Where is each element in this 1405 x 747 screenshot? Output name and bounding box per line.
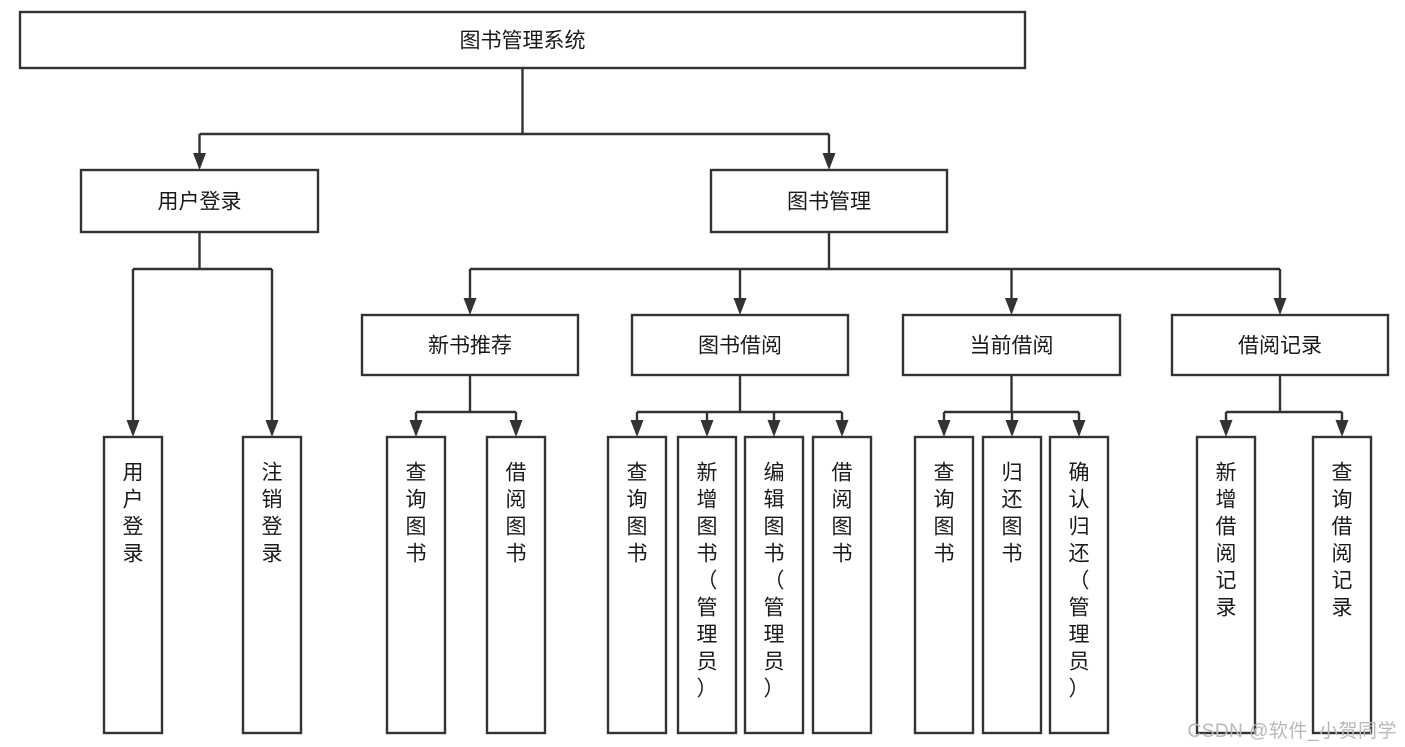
node-label-leaf-query-book-1: 查询图书 xyxy=(406,461,427,565)
node-leaf-add-borrow-record[interactable]: 新增借阅记录 xyxy=(1195,435,1257,735)
arrow-head-leaf-query-book-2 xyxy=(630,420,644,437)
node-label-book-borrow: 图书借阅 xyxy=(698,335,782,358)
node-box-leaf-query-book-3[interactable] xyxy=(913,435,975,735)
arrow-head-leaf-borrow-book-2 xyxy=(835,420,849,437)
connector-group-current-borrow xyxy=(937,375,1086,437)
node-leaf-query-book-3[interactable]: 查询图书 xyxy=(913,435,975,735)
arrow-head-leaf-confirm-return-admin xyxy=(1072,420,1086,437)
node-leaf-confirm-return-admin[interactable]: 确认归还（管理员） xyxy=(1048,435,1110,735)
node-box-leaf-user-login[interactable] xyxy=(102,435,164,735)
arrow-head-leaf-return-book xyxy=(1005,420,1019,437)
node-label-leaf-return-book: 归还图书 xyxy=(1002,461,1023,565)
node-leaf-user-login[interactable]: 用户登录 xyxy=(102,435,164,735)
arrow-head-new-book-recommend xyxy=(463,298,477,315)
nodes-layer: 图书管理系统用户登录图书管理新书推荐图书借阅当前借阅借阅记录用户登录注销登录查询… xyxy=(18,10,1390,735)
node-label-new-book-recommend: 新书推荐 xyxy=(428,335,512,358)
node-box-borrow-record[interactable] xyxy=(1170,313,1390,377)
arrow-head-leaf-edit-book-admin xyxy=(767,420,781,437)
node-box-leaf-add-borrow-record[interactable] xyxy=(1195,435,1257,735)
node-label-leaf-edit-book-admin: 编辑图书（管理员） xyxy=(764,461,785,700)
node-leaf-add-book-admin[interactable]: 新增图书（管理员） xyxy=(676,435,738,735)
node-label-borrow-record: 借阅记录 xyxy=(1238,335,1322,358)
node-box-leaf-return-book[interactable] xyxy=(981,435,1043,735)
node-leaf-query-borrow-record[interactable]: 查询借阅记录 xyxy=(1311,435,1373,735)
connector-group-new-book-recommend xyxy=(409,375,523,437)
node-label-leaf-user-login: 用户登录 xyxy=(123,461,144,565)
arrow-head-book-borrow xyxy=(733,298,747,315)
arrow-head-leaf-logout-login xyxy=(265,420,279,437)
node-box-book-management[interactable] xyxy=(709,168,949,234)
node-label-current-borrow: 当前借阅 xyxy=(970,335,1054,358)
node-label-leaf-borrow-book-1: 借阅图书 xyxy=(506,461,527,565)
node-box-leaf-query-borrow-record[interactable] xyxy=(1311,435,1373,735)
node-label-leaf-query-borrow-record: 查询借阅记录 xyxy=(1332,461,1353,619)
node-box-leaf-confirm-return-admin[interactable] xyxy=(1048,435,1110,735)
node-label-user-login: 用户登录 xyxy=(158,191,242,214)
node-leaf-query-book-1[interactable]: 查询图书 xyxy=(385,435,447,735)
connector-group-borrow-record xyxy=(1219,375,1349,437)
node-box-leaf-borrow-book-2[interactable] xyxy=(811,435,873,735)
node-book-borrow[interactable]: 图书借阅 xyxy=(630,313,850,377)
arrow-head-leaf-user-login xyxy=(126,420,140,437)
connector-group-book-borrow xyxy=(630,375,849,437)
node-leaf-borrow-book-2[interactable]: 借阅图书 xyxy=(811,435,873,735)
node-label-leaf-query-book-3: 查询图书 xyxy=(934,461,955,565)
node-box-leaf-query-book-1[interactable] xyxy=(385,435,447,735)
node-borrow-record[interactable]: 借阅记录 xyxy=(1170,313,1390,377)
node-box-current-borrow[interactable] xyxy=(901,313,1122,377)
arrow-head-current-borrow xyxy=(1005,298,1018,315)
node-leaf-query-book-2[interactable]: 查询图书 xyxy=(606,435,668,735)
node-leaf-edit-book-admin[interactable]: 编辑图书（管理员） xyxy=(743,435,805,735)
node-box-book-borrow[interactable] xyxy=(630,313,850,377)
node-label-leaf-confirm-return-admin: 确认归还（管理员） xyxy=(1069,461,1090,700)
node-label-book-management: 图书管理 xyxy=(787,191,871,214)
connector-group-root xyxy=(193,68,836,170)
node-root[interactable]: 图书管理系统 xyxy=(18,10,1027,70)
node-label-leaf-add-book-admin: 新增图书（管理员） xyxy=(697,461,718,700)
node-new-book-recommend[interactable]: 新书推荐 xyxy=(360,313,580,377)
arrow-head-leaf-query-borrow-record xyxy=(1335,420,1349,437)
node-box-leaf-edit-book-admin[interactable] xyxy=(743,435,805,735)
arrow-head-leaf-query-book-3 xyxy=(937,420,951,437)
node-label-leaf-add-borrow-record: 新增借阅记录 xyxy=(1216,461,1237,619)
node-box-leaf-logout-login[interactable] xyxy=(241,435,303,735)
connectors-layer xyxy=(126,68,1349,437)
node-leaf-logout-login[interactable]: 注销登录 xyxy=(241,435,303,735)
connector-group-user-login xyxy=(126,232,279,437)
node-leaf-return-book[interactable]: 归还图书 xyxy=(981,435,1043,735)
node-user-login[interactable]: 用户登录 xyxy=(79,168,320,234)
node-label-leaf-query-book-2: 查询图书 xyxy=(627,461,648,565)
node-box-root[interactable] xyxy=(18,10,1027,70)
arrow-head-leaf-add-borrow-record xyxy=(1219,420,1233,437)
node-label-leaf-logout-login: 注销登录 xyxy=(262,461,283,565)
node-box-new-book-recommend[interactable] xyxy=(360,313,580,377)
node-current-borrow[interactable]: 当前借阅 xyxy=(901,313,1122,377)
node-leaf-borrow-book-1[interactable]: 借阅图书 xyxy=(485,435,547,735)
connector-group-book-management xyxy=(463,232,1287,315)
node-label-leaf-borrow-book-2: 借阅图书 xyxy=(832,461,853,565)
node-box-leaf-query-book-2[interactable] xyxy=(606,435,668,735)
node-label-root: 图书管理系统 xyxy=(460,30,586,53)
arrow-head-book-management xyxy=(822,153,836,170)
arrow-head-user-login xyxy=(193,153,206,170)
arrow-head-leaf-query-book-1 xyxy=(409,420,423,437)
node-book-management[interactable]: 图书管理 xyxy=(709,168,949,234)
arrow-head-leaf-borrow-book-1 xyxy=(509,420,523,437)
node-box-leaf-borrow-book-1[interactable] xyxy=(485,435,547,735)
arrow-head-leaf-add-book-admin xyxy=(700,420,714,437)
node-box-user-login[interactable] xyxy=(79,168,320,234)
node-box-leaf-add-book-admin[interactable] xyxy=(676,435,738,735)
arrow-head-borrow-record xyxy=(1273,298,1287,315)
